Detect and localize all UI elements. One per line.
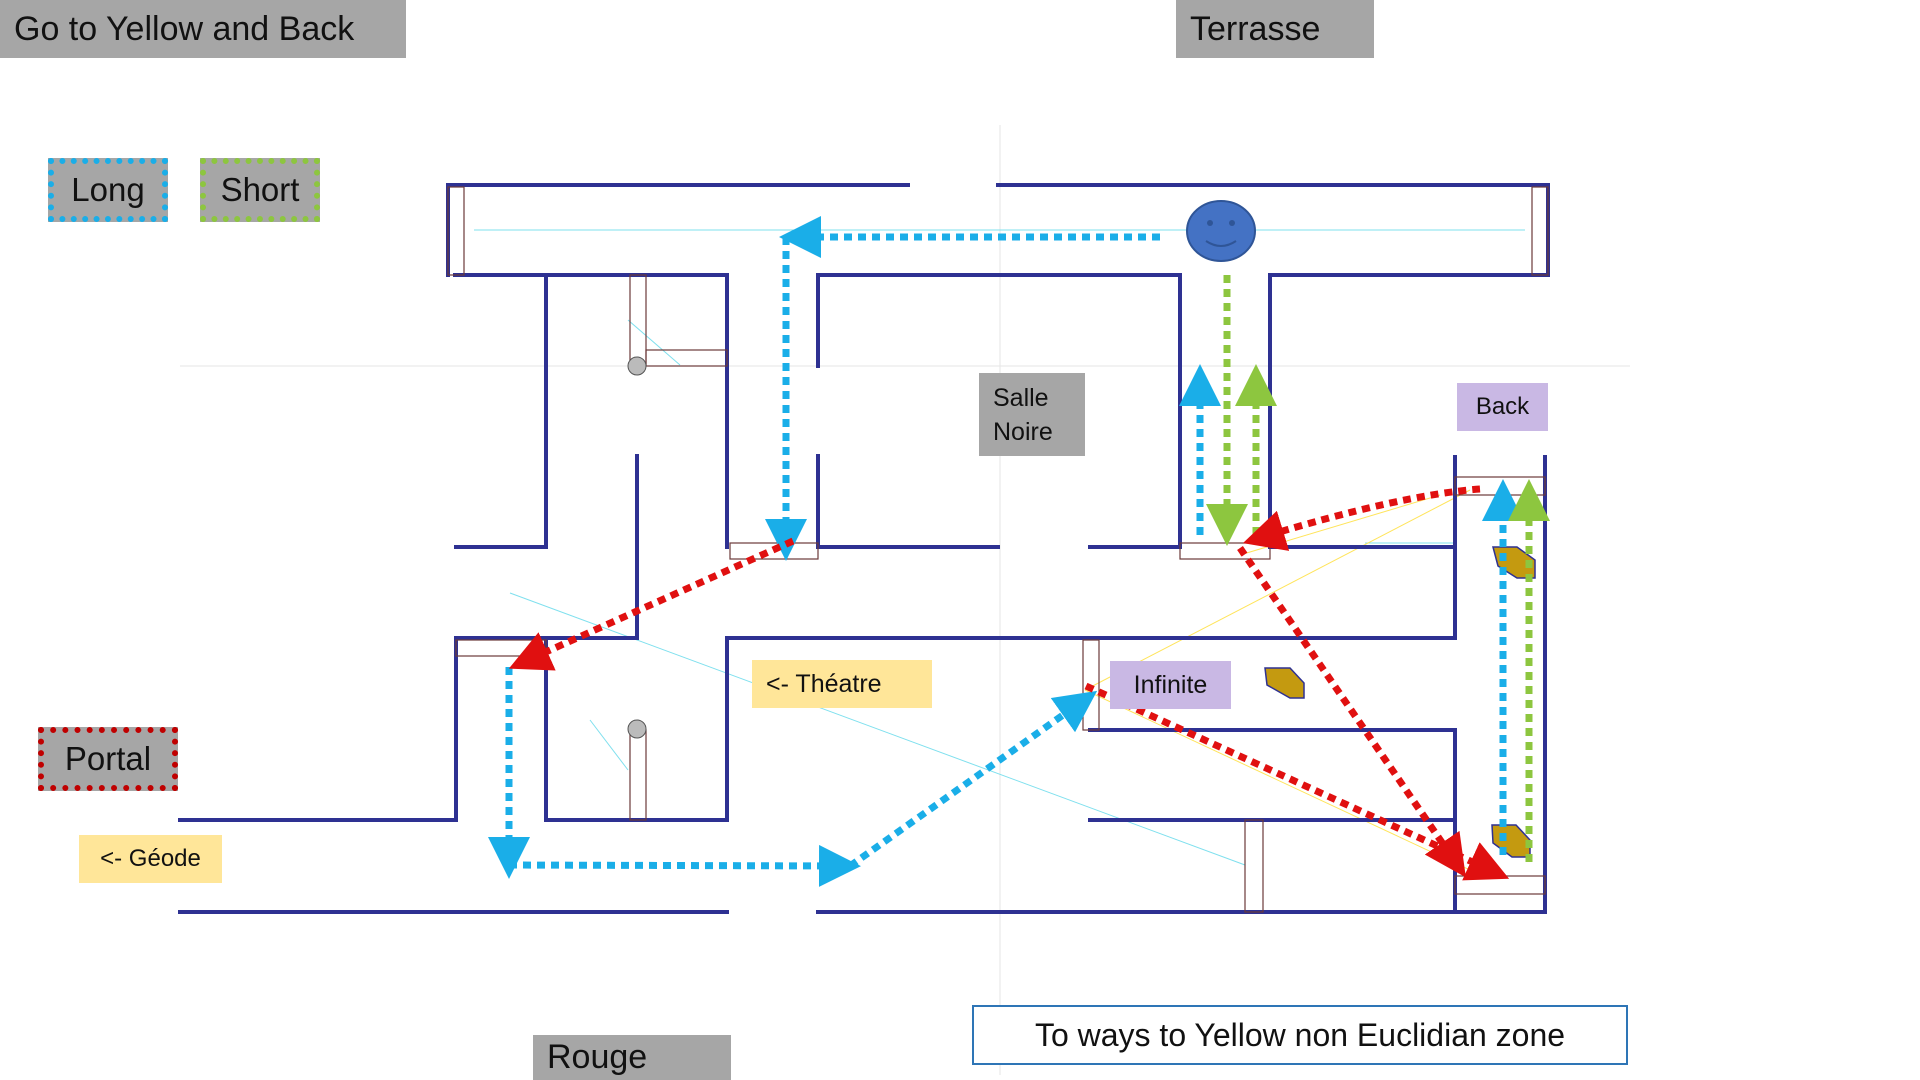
portal-route <box>508 485 1510 881</box>
round-fixtures <box>627 356 647 739</box>
smiley-face-icon <box>1186 200 1256 262</box>
caption-box: To ways to Yellow non Euclidian zone <box>972 1005 1628 1065</box>
room-label-geode: <- Géode <box>79 835 222 883</box>
room-label-theatre: <- Théatre <box>752 660 932 708</box>
door-frames <box>447 186 1549 913</box>
room-label-salle-noire: Salle Noire <box>979 373 1085 456</box>
short-route <box>1206 275 1550 862</box>
guide-lines <box>180 125 1630 1075</box>
legend-short: Short <box>200 158 320 222</box>
room-label-salle-noire-line1: Salle <box>993 383 1049 412</box>
zone-label-terrasse: Terrasse <box>1176 0 1374 58</box>
legend-long: Long <box>48 158 168 222</box>
room-label-infinite: Infinite <box>1110 661 1231 709</box>
page-title: Go to Yellow and Back <box>0 0 406 58</box>
long-route <box>488 216 1524 887</box>
legend-portal: Portal <box>38 727 178 791</box>
zone-label-rouge: Rouge <box>533 1035 731 1080</box>
room-label-salle-noire-line2: Noire <box>993 417 1053 446</box>
yellow-artifacts <box>1264 546 1536 858</box>
room-label-back: Back <box>1457 383 1548 431</box>
